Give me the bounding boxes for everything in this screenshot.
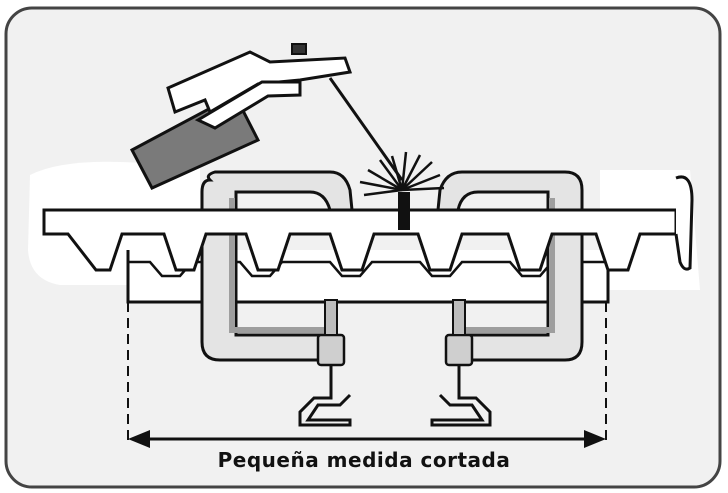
c-clamp-right <box>436 170 584 362</box>
clamp-screw-right <box>430 299 492 427</box>
sawtooth-bar-top <box>42 175 694 272</box>
weld-spark <box>359 151 445 197</box>
c-clamp-left <box>200 170 354 362</box>
measure-arrow <box>128 430 606 448</box>
diagram-caption: Pequeña medida cortada <box>217 448 511 472</box>
weld-bead <box>398 192 410 230</box>
welding-electrode-holder <box>129 43 353 190</box>
electrode-rod <box>328 77 404 181</box>
clamp-screw-left <box>298 299 352 427</box>
